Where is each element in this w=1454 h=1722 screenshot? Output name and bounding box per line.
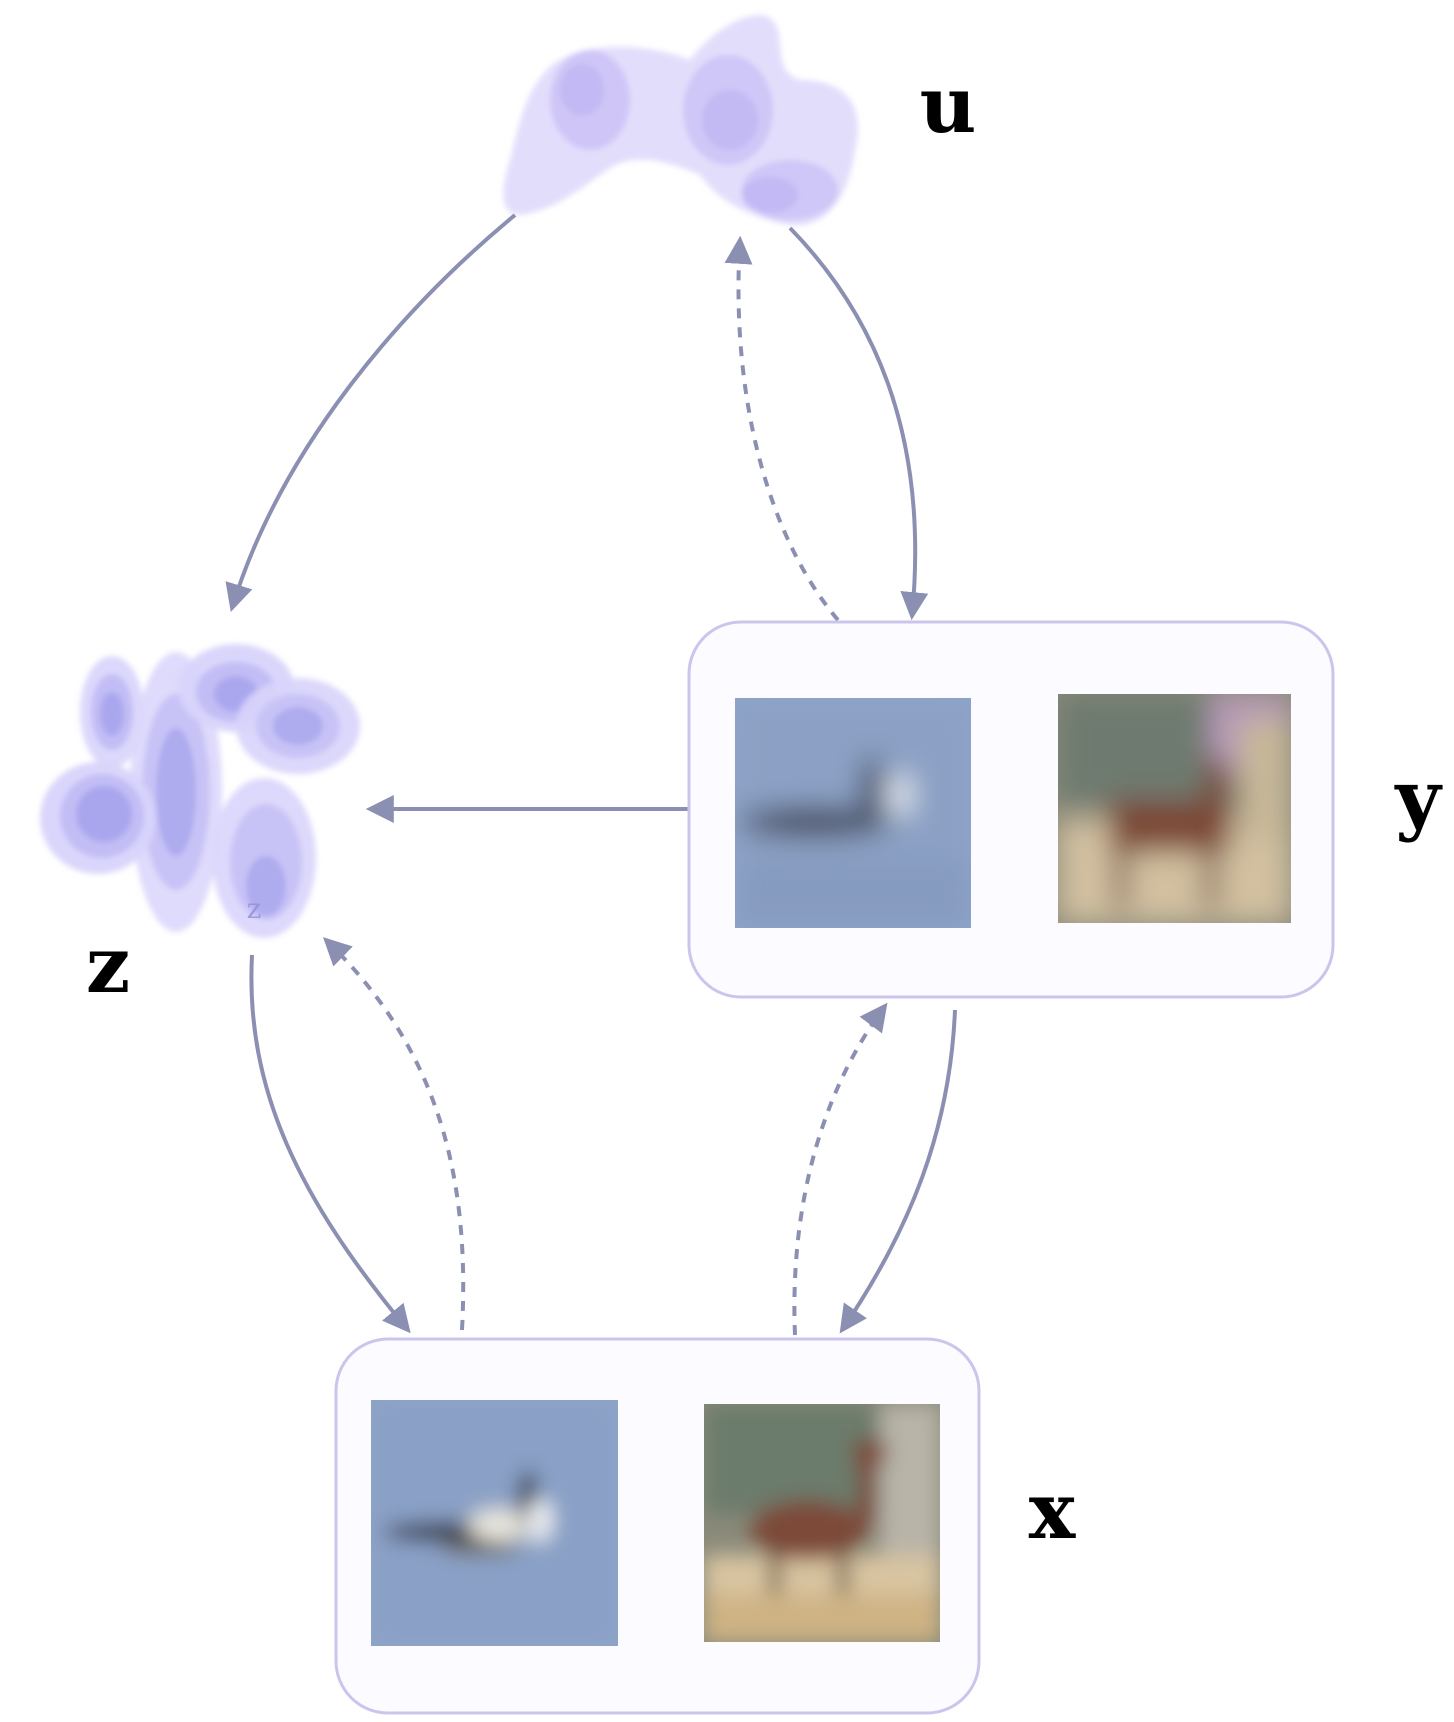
arrow-y-to-x: [839, 1009, 957, 1334]
arrow-u-to-z: [225, 213, 517, 613]
u-distribution-blob: [503, 14, 858, 226]
arrows: [225, 213, 957, 1336]
y-image-bird: [735, 698, 971, 928]
arrow-x-to-y-dashed: [792, 1002, 888, 1336]
arrow-y-to-u-dashed: [724, 235, 840, 622]
x-panel: [334, 1337, 981, 1715]
x-image-deer: [704, 1404, 940, 1642]
label-u: u: [920, 60, 977, 151]
y-panel: [687, 620, 1335, 999]
z-distribution-ellipses: [40, 644, 360, 938]
label-x: x: [1029, 1466, 1077, 1557]
arrow-u-to-y: [788, 226, 929, 621]
label-z: z: [86, 920, 130, 1011]
arrow-x-to-z-dashed: [322, 937, 466, 1331]
z-inner-label: z: [247, 892, 262, 925]
label-y: y: [1393, 753, 1443, 844]
y-image-deer: [1058, 694, 1291, 923]
x-image-bird: [371, 1400, 618, 1646]
arrow-z-to-x: [249, 954, 411, 1334]
